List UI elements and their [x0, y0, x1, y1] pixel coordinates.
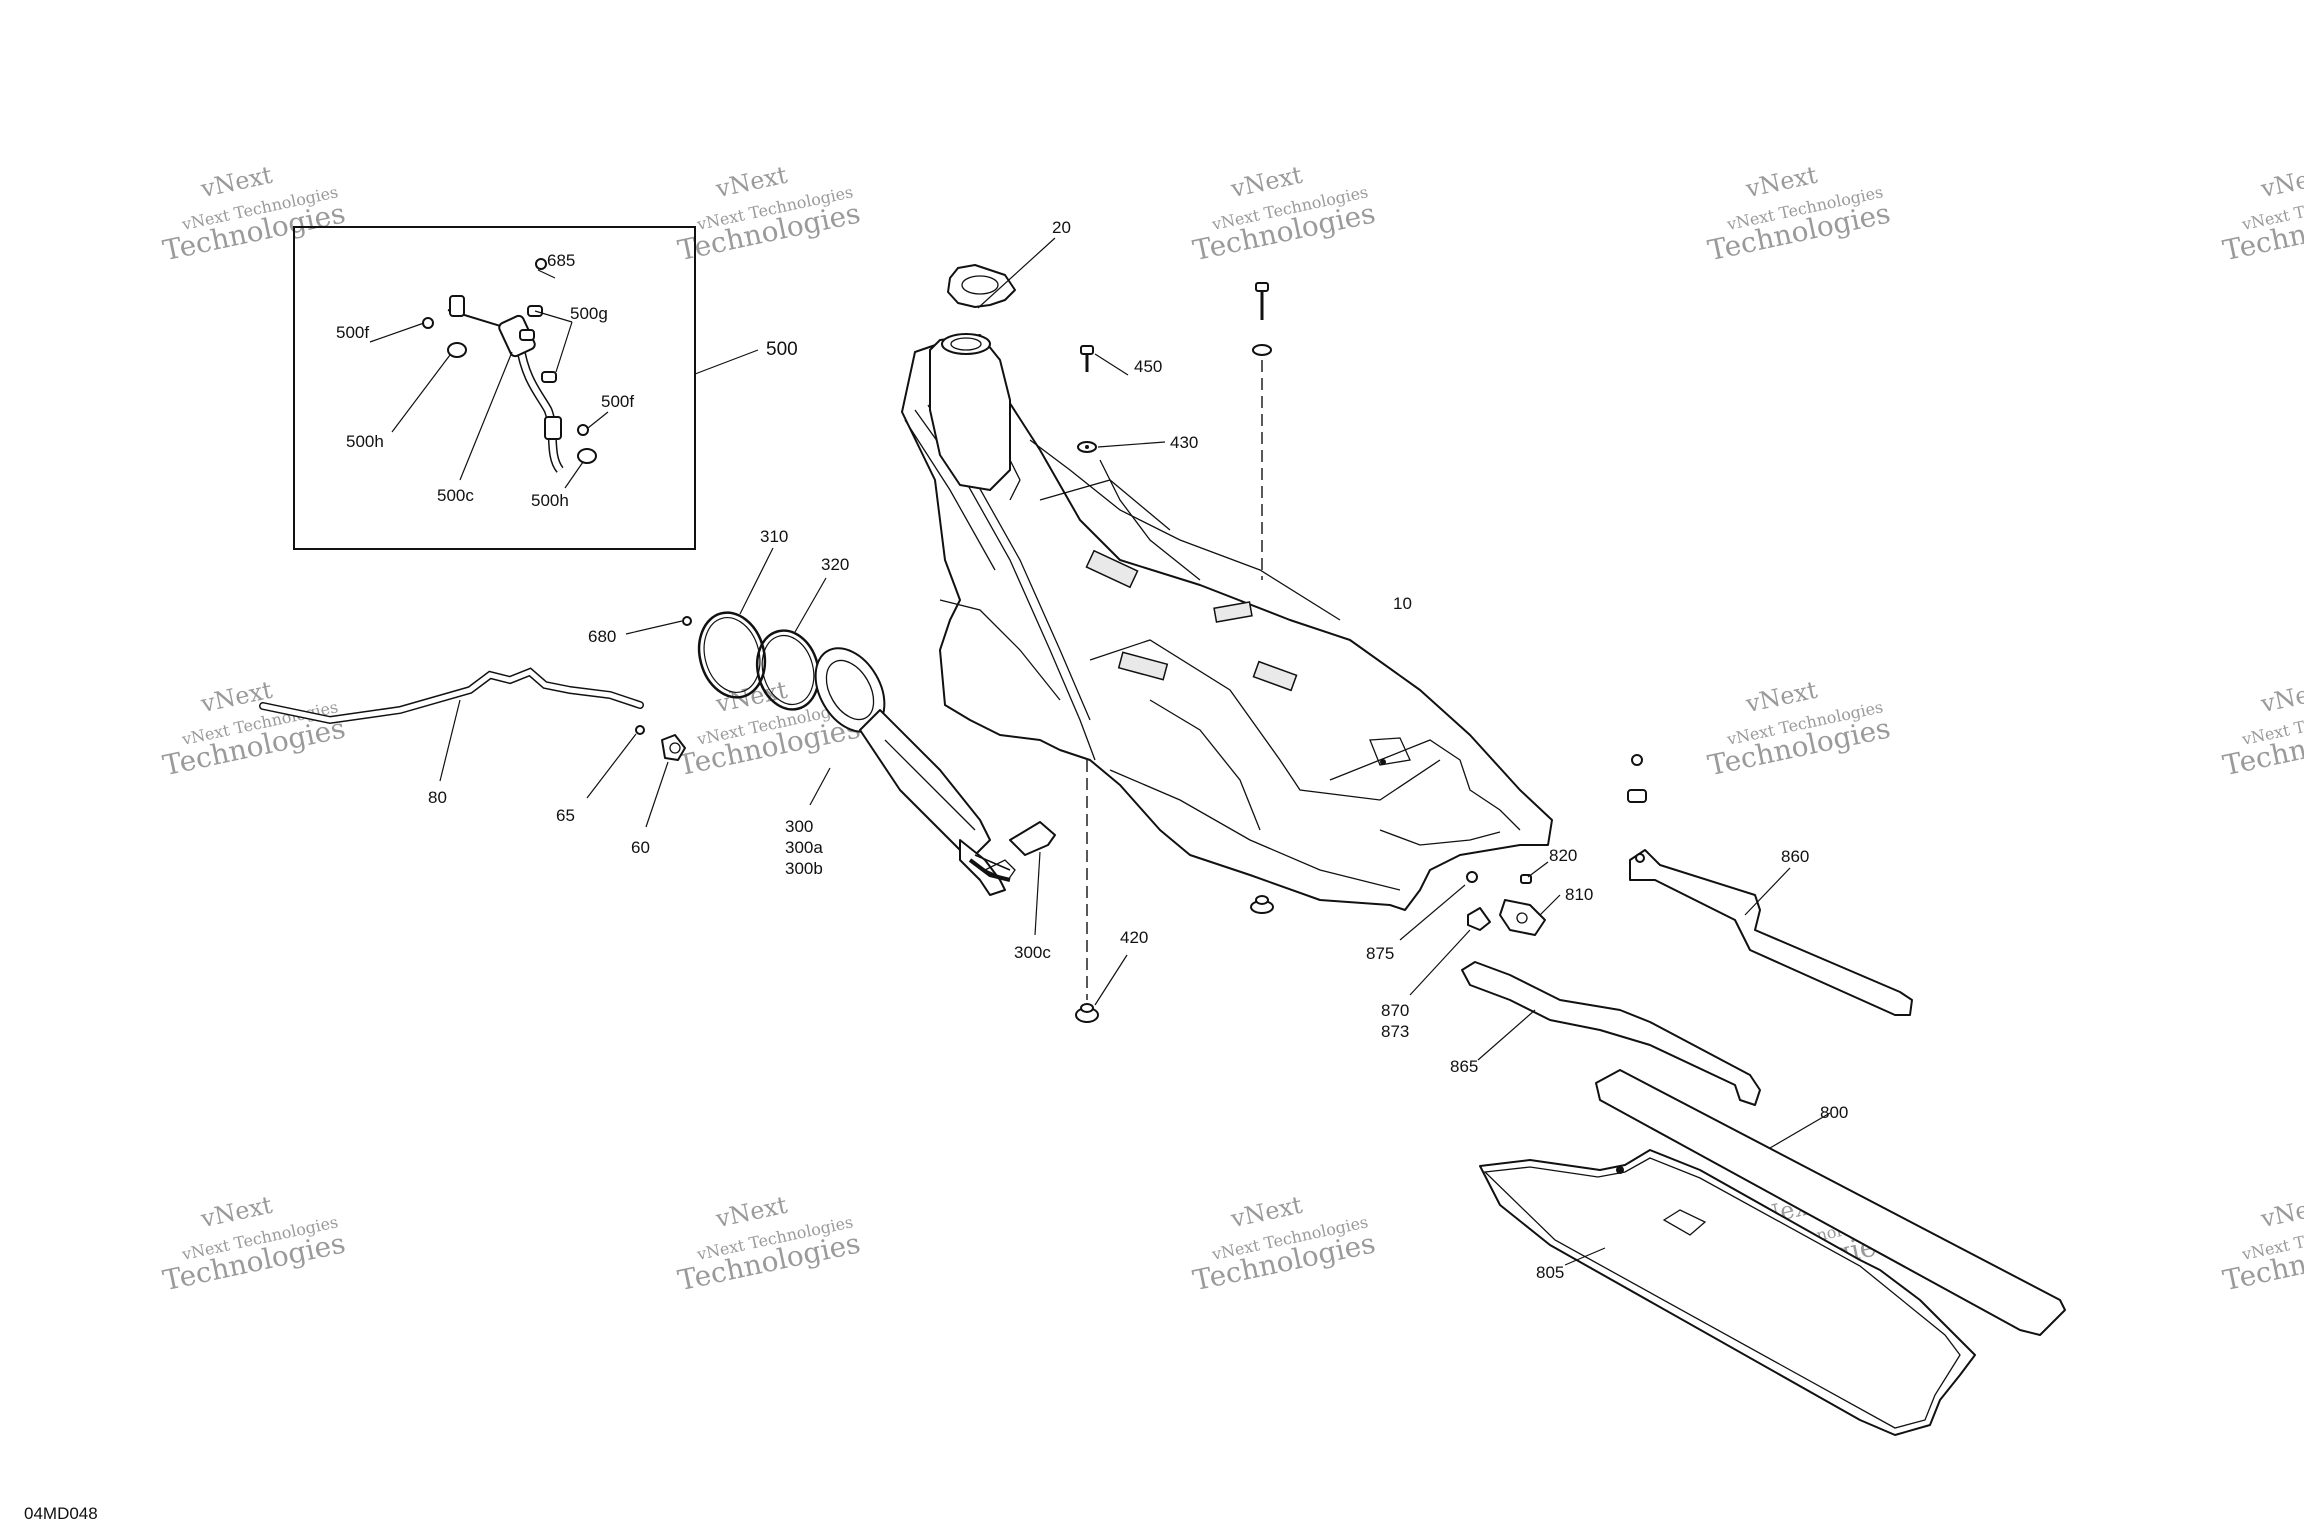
callout-820: 820: [1549, 846, 1577, 865]
leader-300c: [1034, 851, 1041, 936]
callout-680: 680: [588, 627, 616, 646]
leader-820: [1527, 861, 1549, 878]
fuel-tank-10: [901, 333, 1553, 914]
leader-500g-b: [555, 321, 573, 373]
bracket-860: [1627, 754, 1913, 1016]
callout-500c: 500c: [437, 486, 474, 505]
leader-450: [1094, 353, 1129, 376]
hardware-450-430: [1077, 282, 1272, 1000]
diagram-code: 04MD048: [24, 1504, 98, 1523]
callout-500h-a: 500h: [346, 432, 384, 451]
callout-805: 805: [1536, 1263, 1564, 1282]
leader-500: [694, 349, 759, 375]
grommet-420: [1075, 954, 1128, 1023]
callout-500f-a: 500f: [336, 323, 369, 342]
watermark-top: vNext: [2258, 161, 2304, 204]
leader-300: [809, 767, 831, 806]
leader-805: [1564, 1247, 1606, 1266]
callout-500h-b: 500h: [531, 491, 569, 510]
callout-80: 80: [428, 788, 447, 807]
leader-680: [625, 620, 683, 635]
callout-300: 300: [785, 817, 813, 836]
callout-685: 685: [547, 251, 575, 270]
leader-310: [739, 547, 774, 615]
clamp-60-65: [586, 725, 686, 828]
leader-20: [977, 237, 1056, 309]
leader-500h-b: [564, 461, 584, 489]
callout-873: 873: [1381, 1022, 1409, 1041]
leader-80: [439, 699, 461, 782]
leader-800: [1769, 1112, 1831, 1149]
callout-60: 60: [631, 838, 650, 857]
callout-500f-b: 500f: [601, 392, 634, 411]
callout-875: 875: [1366, 944, 1394, 963]
callout-320: 320: [821, 555, 849, 574]
leader-320: [794, 577, 827, 633]
callout-500g: 500g: [570, 304, 608, 323]
inset-500-kit: [293, 226, 759, 550]
leader-420: [1094, 954, 1128, 1006]
leader-500f-a: [369, 322, 425, 343]
leader-65: [586, 733, 637, 799]
callout-430: 430: [1170, 433, 1198, 452]
watermark-top: vNext: [2258, 676, 2304, 719]
callout-870: 870: [1381, 1001, 1409, 1020]
callout-860: 860: [1781, 847, 1809, 866]
leader-60: [645, 761, 669, 828]
leader-860: [1744, 867, 1791, 916]
callout-310: 310: [760, 527, 788, 546]
callout-300b: 300b: [785, 859, 823, 878]
fuel-cap-20: [947, 237, 1056, 309]
callout-65: 65: [556, 806, 575, 825]
callout-865: 865: [1450, 1057, 1478, 1076]
callout-10: 10: [1393, 594, 1412, 613]
fasteners-810-875: [1399, 861, 1561, 996]
callout-300c: 300c: [1014, 943, 1051, 962]
leader-500c: [459, 351, 513, 481]
leader-685: [537, 269, 556, 279]
callout-420: 420: [1120, 928, 1148, 947]
callout-810: 810: [1565, 885, 1593, 904]
callout-300a: 300a: [785, 838, 823, 857]
callout-20: 20: [1052, 218, 1071, 237]
fuel-pump-300: [809, 647, 1056, 936]
leader-430: [1097, 441, 1166, 448]
callout-800: 800: [1820, 1103, 1848, 1122]
leader-870: [1409, 929, 1471, 996]
callout-labels: 20 10 450 430 310 320 680 80 65 60 300 3…: [24, 218, 1848, 1523]
callout-450: 450: [1134, 357, 1162, 376]
leader-500f-b: [587, 411, 609, 429]
pad-800: [1595, 1069, 2066, 1336]
leader-810: [1539, 894, 1561, 916]
leader-500h-a: [391, 354, 451, 433]
pad-805: [1479, 1149, 1976, 1436]
leader-865: [1477, 1009, 1536, 1061]
bracket-865: [1461, 961, 1761, 1106]
watermark-top: vNext: [2258, 1191, 2304, 1234]
fuel-line-80: [259, 667, 644, 782]
callout-500: 500: [766, 339, 798, 360]
leader-500g-a: [534, 310, 573, 323]
leader-875: [1399, 884, 1466, 941]
